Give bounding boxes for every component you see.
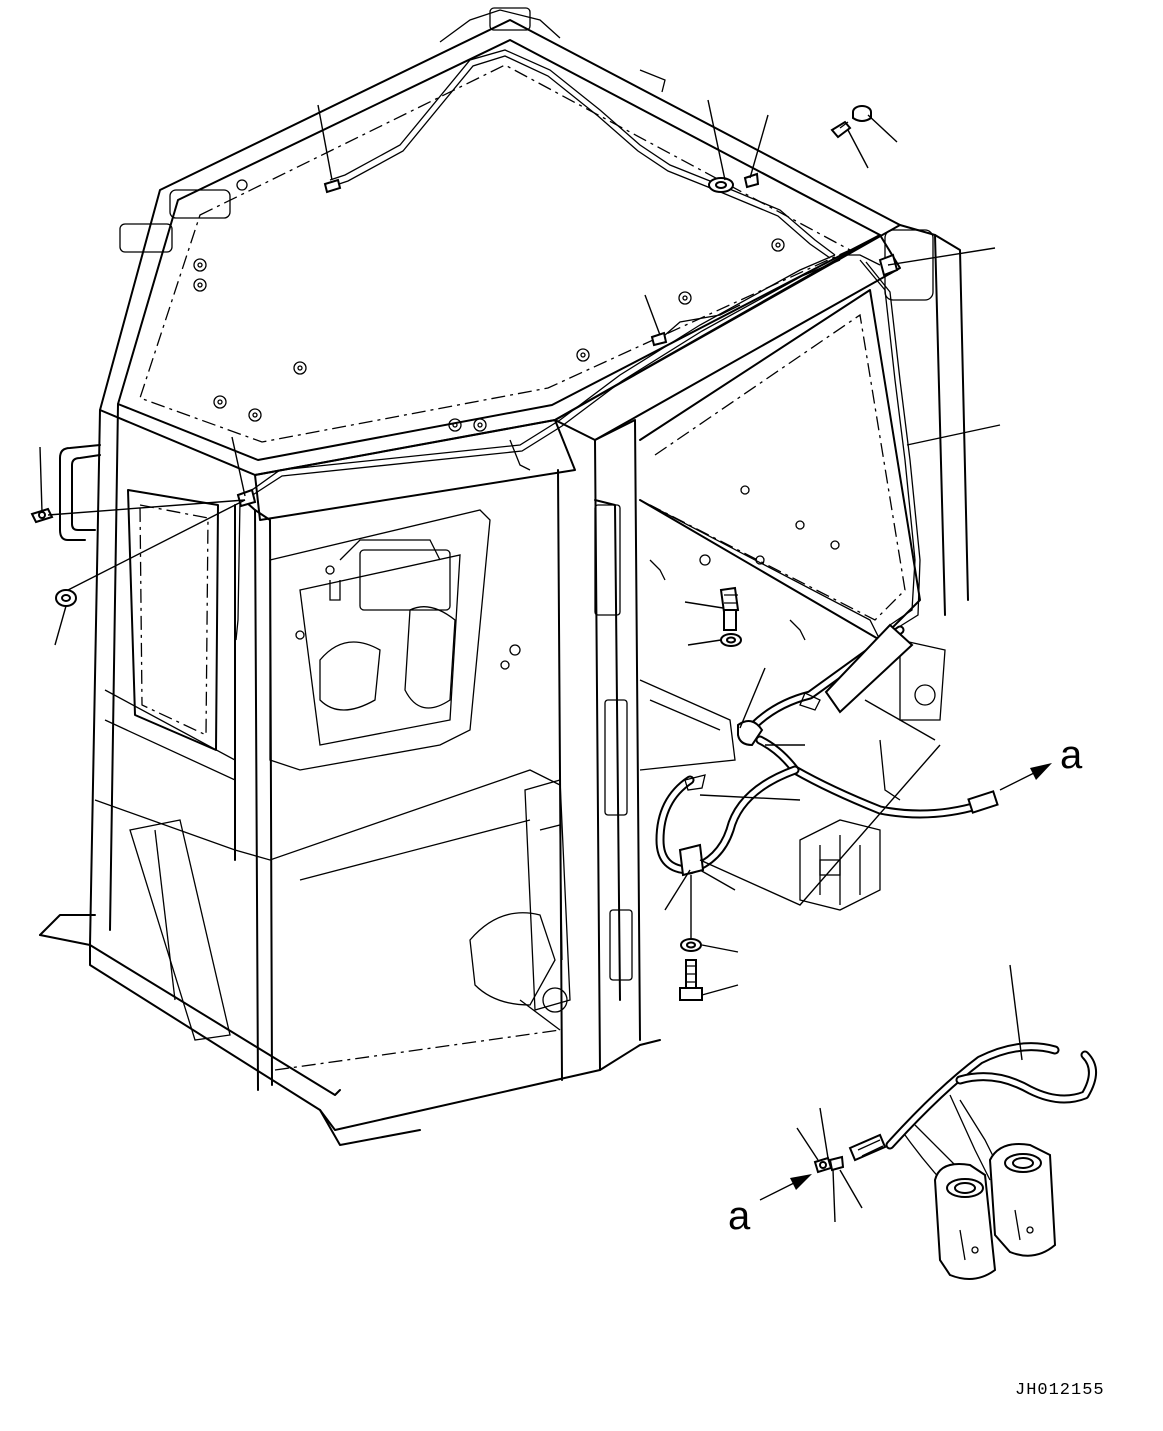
washer-upper [720, 633, 742, 647]
clip-left-post [236, 488, 257, 508]
clip-roof [323, 178, 342, 194]
bracket-box [799, 819, 881, 911]
post-wire-harness [840, 254, 921, 631]
roof-washers [193, 179, 785, 432]
roof-grommet-center [708, 177, 734, 193]
grab-handle [59, 444, 101, 541]
reference-arrow-lower [759, 1174, 812, 1201]
drawing-code: JH012155 [1015, 1381, 1105, 1400]
reference-label-a-lower: a [728, 1194, 751, 1238]
cab-body-frame [39, 224, 969, 1146]
connector-top-right [830, 120, 852, 139]
bolt-upper [719, 586, 740, 631]
grommet-top-right [852, 105, 872, 122]
washer-lower [680, 938, 702, 952]
roof-wire-harness [235, 49, 841, 641]
reference-arrow-upper [999, 763, 1052, 791]
detail-heater-unit [848, 1042, 1097, 1280]
clip-roof-center [743, 172, 760, 189]
grommet-left [55, 589, 77, 607]
bolt-lower [679, 959, 703, 1001]
clip-roof-middle [650, 331, 668, 347]
detail-connector [828, 1155, 845, 1172]
cab-interior-structure [269, 485, 946, 1031]
lower-wire-harness [655, 623, 999, 877]
leader-lines [39, 99, 1023, 1223]
reference-label-a-upper: a [1060, 733, 1083, 777]
